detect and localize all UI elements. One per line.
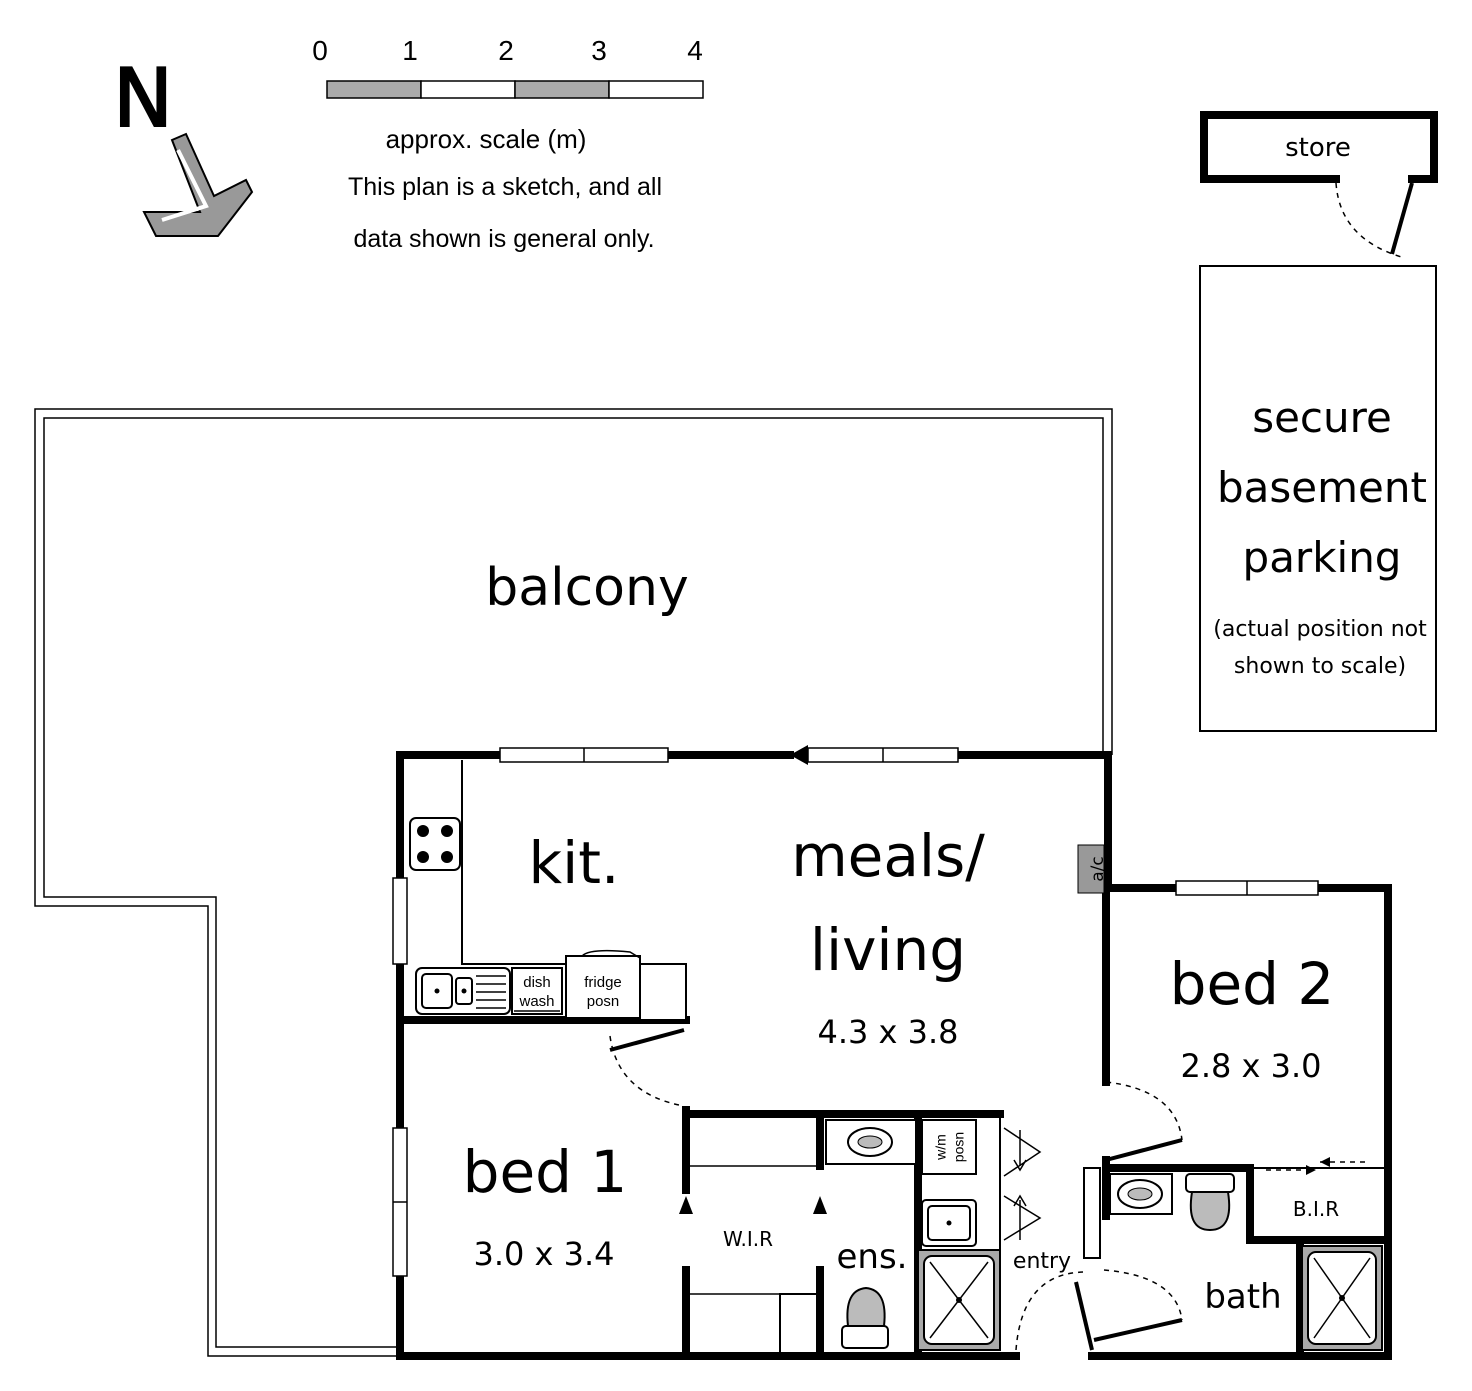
bath-shower-icon bbox=[1301, 1245, 1383, 1351]
wir-label: W.I.R bbox=[723, 1227, 773, 1251]
balcony-label: balcony bbox=[485, 558, 688, 618]
scale-caption: approx. scale (m) bbox=[386, 124, 587, 154]
scale-tick-1: 1 bbox=[402, 35, 418, 66]
bath-basin-icon bbox=[1109, 1173, 1173, 1215]
living-label-2: living bbox=[810, 916, 966, 984]
store-room: store bbox=[1200, 111, 1438, 259]
bath-label: bath bbox=[1204, 1277, 1281, 1317]
parking-line-3: parking bbox=[1243, 533, 1402, 582]
bathroom: B.I.R bath bbox=[1083, 1156, 1388, 1360]
dishwasher-label-1: dish bbox=[523, 974, 551, 991]
kitchen-label: kit. bbox=[529, 829, 620, 897]
bath-toilet-icon bbox=[1185, 1173, 1235, 1232]
parking-note-2: shown to scale) bbox=[1234, 654, 1406, 679]
fridge-position: fridge posn bbox=[565, 949, 641, 1019]
exterior-walls bbox=[396, 751, 1392, 1360]
ensuite-label: ens. bbox=[837, 1237, 908, 1277]
bed2-dims: 2.8 x 3.0 bbox=[1180, 1047, 1321, 1085]
bed2-label: bed 2 bbox=[1170, 950, 1335, 1018]
aircon-unit bbox=[1077, 844, 1105, 894]
aircon-label: a/c bbox=[1088, 856, 1108, 882]
fridge-label-2: posn bbox=[587, 993, 620, 1010]
washing-machine-position bbox=[921, 1119, 977, 1175]
bed1: bed 1 3.0 x 3.4 bbox=[463, 1028, 1004, 1360]
store-label: store bbox=[1285, 133, 1351, 163]
parking-line-2: basement bbox=[1217, 463, 1427, 512]
kitchen: dish wash fridge posn kit. bbox=[402, 760, 690, 1024]
scale-bar: 0 1 2 3 4 approx. scale (m) This plan is… bbox=[312, 35, 704, 253]
laundry: w/m posn bbox=[921, 1114, 1042, 1250]
ensuite-toilet-icon bbox=[841, 1286, 889, 1349]
bed2: bed 2 2.8 x 3.0 bbox=[1105, 950, 1335, 1162]
bed1-dims: 3.0 x 3.4 bbox=[473, 1235, 614, 1273]
north-label: N bbox=[113, 52, 173, 145]
parking-area: secure basement parking (actual position… bbox=[1199, 265, 1437, 732]
north-arrow-icon: N bbox=[112, 51, 254, 237]
entry: entry bbox=[1013, 1249, 1183, 1351]
disclaimer-line-1: This plan is a sketch, and all bbox=[348, 173, 662, 201]
windows bbox=[392, 745, 1319, 1277]
wm-label-1: w/m bbox=[933, 1134, 949, 1161]
scale-tick-2: 2 bbox=[498, 35, 514, 66]
kitchen-sink-icon bbox=[415, 967, 511, 1015]
bed1-label: bed 1 bbox=[463, 1138, 628, 1206]
fridge-label-1: fridge bbox=[584, 974, 622, 991]
wm-label-2: posn bbox=[951, 1132, 967, 1162]
living-dims: 4.3 x 3.8 bbox=[817, 1013, 958, 1051]
balcony-outline: balcony bbox=[34, 408, 1113, 1357]
scale-tick-3: 3 bbox=[591, 35, 607, 66]
ensuite-shower-icon bbox=[917, 1249, 1001, 1351]
meals-living: meals/ living 4.3 x 3.8 a/c bbox=[791, 822, 1108, 1051]
parking-note-1: (actual position not bbox=[1213, 617, 1427, 642]
living-label-1: meals/ bbox=[791, 822, 985, 890]
ensuite: ens. bbox=[825, 1110, 1001, 1360]
bir-label: B.I.R bbox=[1293, 1197, 1339, 1221]
cooktop-icon bbox=[409, 817, 461, 871]
disclaimer-line-2: data shown is general only. bbox=[353, 225, 654, 253]
entry-label: entry bbox=[1013, 1249, 1071, 1274]
walk-in-robe: W.I.R bbox=[679, 1110, 827, 1360]
scale-tick-4: 4 bbox=[687, 35, 703, 66]
scale-tick-0: 0 bbox=[312, 35, 328, 66]
parking-line-1: secure bbox=[1252, 393, 1392, 442]
dishwasher-label-2: wash bbox=[518, 993, 554, 1010]
dishwasher: dish wash bbox=[511, 967, 563, 1015]
